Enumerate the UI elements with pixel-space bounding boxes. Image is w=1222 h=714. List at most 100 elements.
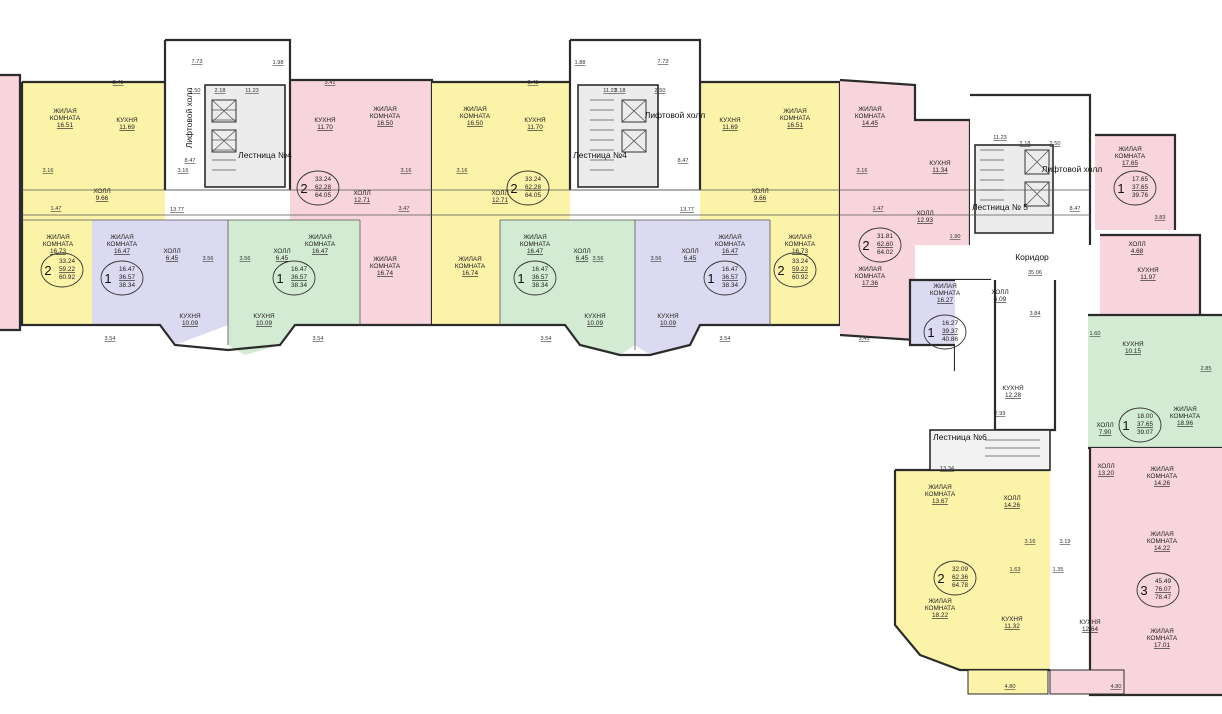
room-type-label: ЖИЛАЯ xyxy=(46,234,70,241)
dimension-label: 1.47 xyxy=(873,206,884,212)
room-type-label: КОМНАТА xyxy=(1147,473,1178,480)
apartment-total-area: 62.28 xyxy=(525,184,541,191)
room-area-label: 16.74 xyxy=(462,270,478,277)
room-area-label: 10.09 xyxy=(660,320,676,327)
apartment-gross-area: 60.92 xyxy=(59,274,75,281)
dimension-label: 3.47 xyxy=(399,206,410,212)
room-area-label: 6.09 xyxy=(994,296,1007,303)
dimension-label: 13.77 xyxy=(680,207,694,213)
room-area-label: 9.66 xyxy=(96,195,109,202)
dimension-label: 2.50 xyxy=(190,88,201,94)
room-type-label: ЖИЛАЯ xyxy=(373,106,397,113)
stair-label-2: Лестница №4 xyxy=(573,150,627,160)
apartment-total-area: 62.36 xyxy=(952,574,968,581)
room-type-label: КОМНАТА xyxy=(855,273,886,280)
dimension-label: 1.35 xyxy=(1053,567,1064,573)
apartment-gross-area: 38.34 xyxy=(722,282,738,289)
room-area-label: 16.51 xyxy=(787,122,803,129)
room-fill xyxy=(700,82,840,325)
room-area-label: 16.47 xyxy=(312,248,328,255)
dimension-label: 3.54 xyxy=(313,336,324,342)
apartment-total-area: 36.57 xyxy=(291,274,307,281)
dimension-label: 2.18 xyxy=(615,88,626,94)
apartment-total-area: 37.65 xyxy=(1132,184,1148,191)
room-area-label: 14.22 xyxy=(1154,545,1170,552)
dimension-label: 2.18 xyxy=(1020,141,1031,147)
room-area-label: 4.68 xyxy=(1131,248,1144,255)
apartment-gross-area: 38.34 xyxy=(532,282,548,289)
room-area-label: 12.28 xyxy=(1005,392,1021,399)
dimension-label: 2.18 xyxy=(215,88,226,94)
dimension-label: 3.54 xyxy=(105,336,116,342)
dimension-label: 3.16 xyxy=(1025,539,1036,545)
stair-label-4: Лестница №6 xyxy=(933,432,987,442)
room-area-label: 16.73 xyxy=(50,248,66,255)
apartment-gross-area: 64.05 xyxy=(525,192,541,199)
room-type-label: ХОЛЛ xyxy=(1097,463,1114,470)
room-type-label: КУХНЯ xyxy=(524,117,546,124)
room-area-label: 16.74 xyxy=(377,270,393,277)
room-type-label: ХОЛЛ xyxy=(751,188,768,195)
apartment-total-area: 36.57 xyxy=(119,274,135,281)
dimension-label: 1.88 xyxy=(575,60,586,66)
apartment-living-area: 16.47 xyxy=(532,266,548,273)
apartment-total-area: 59.22 xyxy=(59,266,75,273)
apartment-gross-area: 40.86 xyxy=(942,336,958,343)
room-area-label: 16.50 xyxy=(377,120,393,127)
room-type-label: ЖИЛАЯ xyxy=(858,106,882,113)
room-type-label: ЖИЛАЯ xyxy=(308,234,332,241)
room-area-label: 12.64 xyxy=(1082,626,1098,633)
apartment-gross-area: 64.78 xyxy=(952,582,968,589)
apartment-room-count: 2 xyxy=(44,263,51,278)
dimension-label: 3.41 xyxy=(325,80,336,86)
apartment-room-count: 2 xyxy=(300,181,307,196)
room-fill xyxy=(290,80,432,325)
room-area-label: 14.26 xyxy=(1004,502,1020,509)
room-type-label: ЖИЛАЯ xyxy=(1150,531,1174,538)
room-area-label: 16.47 xyxy=(527,248,543,255)
room-area-label: 16.27 xyxy=(937,297,953,304)
apartment-room-count: 1 xyxy=(1122,418,1129,433)
room-type-label: КУХНЯ xyxy=(1122,341,1144,348)
lift-hall-label-3: Лифтовой холл xyxy=(1042,164,1103,174)
room-type-label: КОМНАТА xyxy=(785,241,816,248)
apartment-room-count: 1 xyxy=(276,271,283,286)
room-type-label: КУХНЯ xyxy=(1079,619,1101,626)
apartment-gross-area: 38.34 xyxy=(291,282,307,289)
room-type-label: КОМНАТА xyxy=(370,263,401,270)
dimension-label: 2.85 xyxy=(1201,366,1212,372)
dimension-label: 3.56 xyxy=(240,256,251,262)
room-type-label: КОМНАТА xyxy=(1147,538,1178,545)
apartment-gross-area: 64.02 xyxy=(877,249,893,256)
dimension-label: 11.23 xyxy=(603,88,617,94)
room-area-label: 17.65 xyxy=(1122,160,1138,167)
room-type-label: КОМНАТА xyxy=(50,115,81,122)
apartment-room-count: 2 xyxy=(937,571,944,586)
dimension-label: 1.47 xyxy=(51,206,62,212)
dimension-label: 3.16 xyxy=(857,168,868,174)
apartment-room-count: 2 xyxy=(862,238,869,253)
room-type-label: КОМНАТА xyxy=(107,241,138,248)
dimension-label: 8.47 xyxy=(678,158,689,164)
dimension-label: 1.98 xyxy=(273,60,284,66)
room-area-label: 11.34 xyxy=(932,167,948,174)
apartment-living-area: 17.65 xyxy=(1132,176,1148,183)
apartment-gross-area: 64.05 xyxy=(315,192,331,199)
room-area-label: 14.45 xyxy=(862,120,878,127)
dimension-label: 3.16 xyxy=(43,168,54,174)
room-type-label: КУХНЯ xyxy=(116,117,138,124)
room-fill xyxy=(840,80,915,340)
corridor-label: Коридор xyxy=(1015,252,1049,262)
apartment-room-count: 1 xyxy=(104,271,111,286)
apartment-total-area: 37.65 xyxy=(1137,421,1153,428)
room-type-label: ЖИЛАЯ xyxy=(1173,406,1197,413)
room-area-label: 12.93 xyxy=(917,217,933,224)
apartment-total-area: 36.57 xyxy=(532,274,548,281)
room-fill xyxy=(0,75,20,330)
